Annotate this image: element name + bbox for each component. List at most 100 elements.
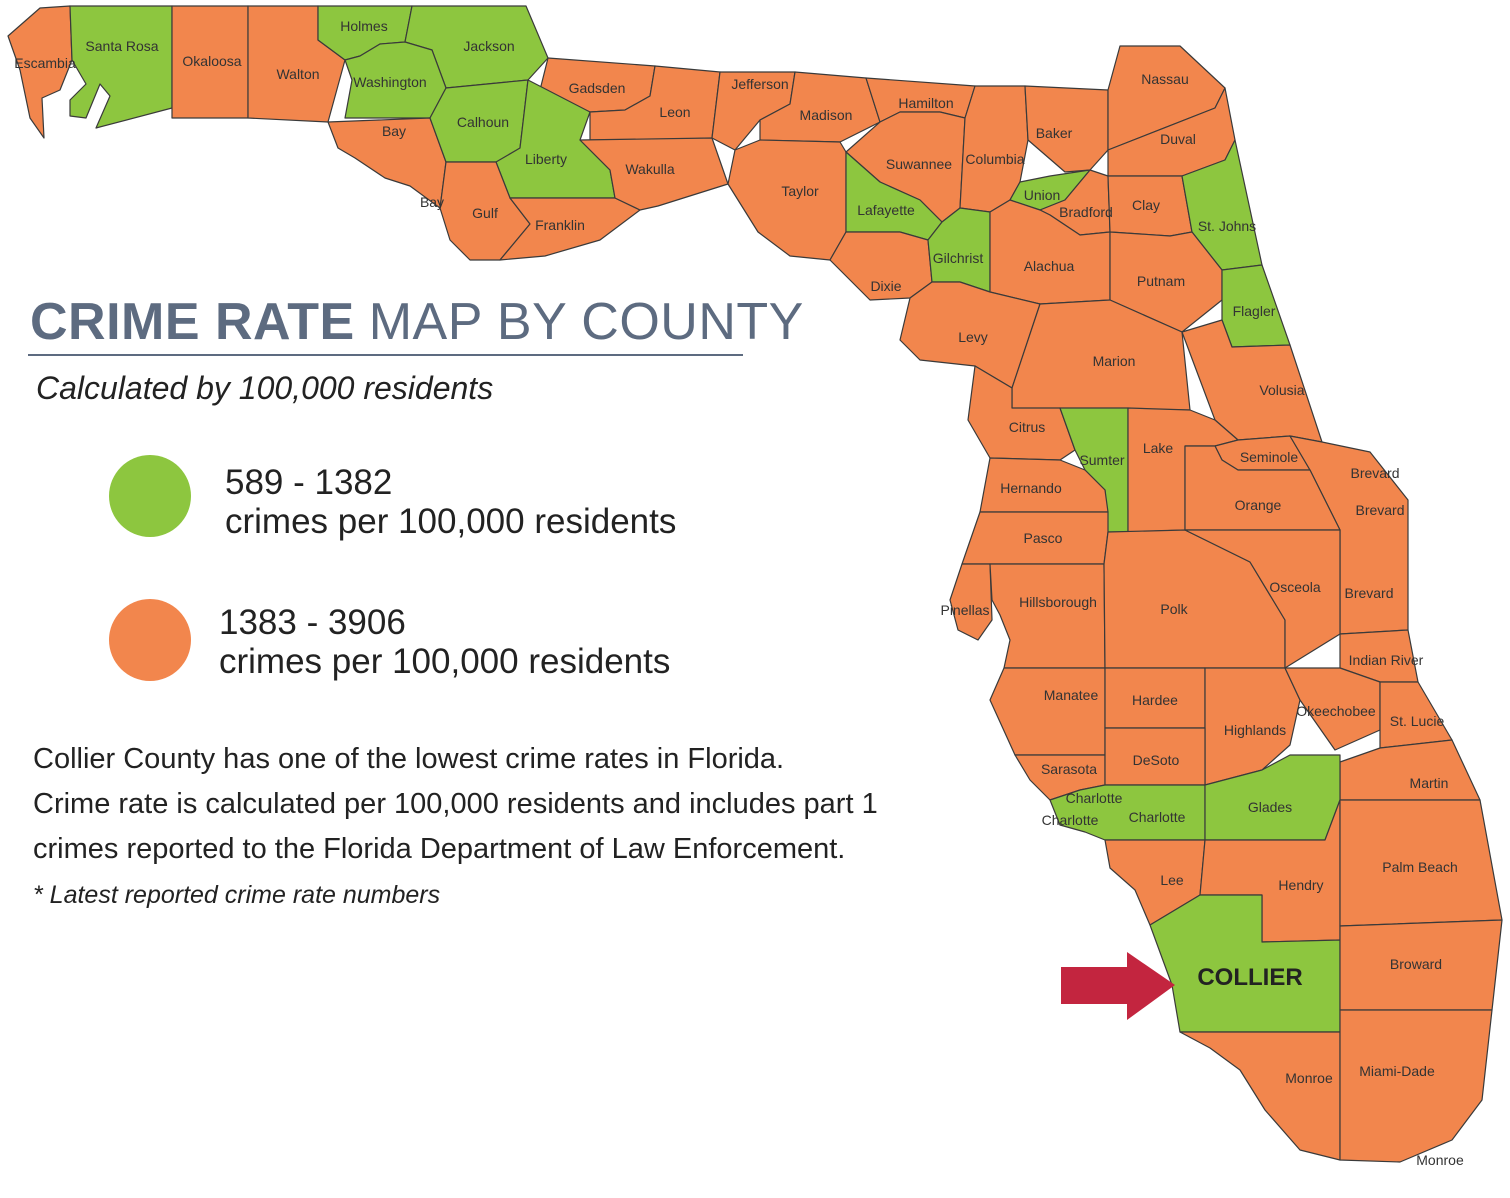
county-washington bbox=[344, 41, 447, 119]
collier-callout: COLLIER bbox=[1061, 952, 1303, 1020]
legend-unit-low: crimes per 100,000 residents bbox=[225, 502, 677, 541]
county-label-lafayette: Lafayette bbox=[857, 202, 915, 218]
legend-swatch-low bbox=[109, 455, 191, 537]
county-martin bbox=[1339, 739, 1481, 801]
legend-range-low: 589 - 1382 bbox=[225, 463, 393, 502]
county-label-duval: Duval bbox=[1160, 131, 1196, 147]
county-label-dixie: Dixie bbox=[870, 278, 901, 294]
county-label-wakulla: Wakulla bbox=[625, 161, 674, 177]
counties-layer bbox=[7, 5, 1503, 1163]
county-label-st-lucie: St. Lucie bbox=[1390, 713, 1445, 729]
county-label-bay: Bay bbox=[382, 123, 406, 139]
county-label-union: Union bbox=[1024, 187, 1061, 203]
county-label-santa-rosa: Santa Rosa bbox=[85, 38, 158, 54]
legend-text-low: 589 - 1382 crimes per 100,000 residents bbox=[225, 463, 676, 541]
county-label-leon: Leon bbox=[659, 104, 690, 120]
county-label-bradford: Bradford bbox=[1059, 204, 1113, 220]
description: Collier County has one of the lowest cri… bbox=[33, 737, 878, 872]
county-label-polk: Polk bbox=[1160, 601, 1188, 617]
county-label-taylor: Taylor bbox=[781, 183, 819, 199]
county-label-sumter: Sumter bbox=[1079, 452, 1124, 468]
extra-county-label: Brevard bbox=[1355, 502, 1404, 518]
county-label-walton: Walton bbox=[276, 66, 319, 82]
county-manatee bbox=[989, 667, 1106, 756]
county-label-okaloosa: Okaloosa bbox=[182, 53, 241, 69]
county-label-glades: Glades bbox=[1248, 799, 1292, 815]
county-label-manatee: Manatee bbox=[1044, 687, 1099, 703]
county-miami-dade bbox=[1339, 1009, 1493, 1163]
county-label-desoto: DeSoto bbox=[1133, 752, 1180, 768]
county-label-charlotte: Charlotte bbox=[1129, 809, 1186, 825]
county-label-st-johns: St. Johns bbox=[1198, 218, 1256, 234]
county-label-miami-dade: Miami-Dade bbox=[1359, 1063, 1435, 1079]
legend-range-high: 1383 - 3906 bbox=[219, 603, 406, 642]
county-label-osceola: Osceola bbox=[1269, 579, 1321, 595]
county-monroe bbox=[1179, 1031, 1341, 1161]
county-label-sarasota: Sarasota bbox=[1041, 761, 1097, 777]
county-label-washington: Washington bbox=[353, 74, 426, 90]
title-light: MAP BY COUNTY bbox=[368, 293, 804, 351]
county-escambia bbox=[7, 5, 73, 139]
county-label-palm-beach: Palm Beach bbox=[1382, 859, 1457, 875]
county-label-martin: Martin bbox=[1410, 775, 1449, 791]
county-label-jefferson: Jefferson bbox=[731, 76, 788, 92]
title-underline bbox=[28, 354, 743, 356]
county-label-lee: Lee bbox=[1160, 872, 1184, 888]
county-label-columbia: Columbia bbox=[965, 151, 1024, 167]
county-label-suwannee: Suwannee bbox=[886, 156, 952, 172]
county-santa-rosa bbox=[69, 5, 173, 129]
extra-county-label: Brevard bbox=[1350, 465, 1399, 481]
footnote: * Latest reported crime rate numbers bbox=[33, 881, 441, 909]
county-label-gilchrist: Gilchrist bbox=[933, 250, 984, 266]
county-label-citrus: Citrus bbox=[1009, 419, 1046, 435]
county-label-highlands: Highlands bbox=[1224, 722, 1286, 738]
extra-county-label: Charlotte bbox=[1042, 812, 1099, 828]
county-label-indian-river: Indian River bbox=[1349, 652, 1424, 668]
title-bold: CRIME RATE bbox=[30, 293, 355, 351]
county-label-escambia: Escambia bbox=[14, 55, 76, 71]
arrow-right-icon bbox=[1061, 952, 1175, 1020]
county-hillsborough bbox=[989, 563, 1106, 669]
county-label-brevard: Brevard bbox=[1344, 585, 1393, 601]
extra-county-label: Charlotte bbox=[1066, 790, 1123, 806]
county-label-holmes: Holmes bbox=[340, 18, 387, 34]
description-line: Collier County has one of the lowest cri… bbox=[33, 743, 785, 775]
legend-unit-high: crimes per 100,000 residents bbox=[219, 642, 671, 681]
county-label-baker: Baker bbox=[1036, 125, 1073, 141]
county-label-jackson: Jackson bbox=[463, 38, 514, 54]
extra-county-label: Monroe bbox=[1416, 1152, 1464, 1168]
legend-text-high: 1383 - 3906 crimes per 100,000 residents bbox=[219, 603, 670, 681]
county-label-orange: Orange bbox=[1235, 497, 1282, 513]
county-label-pasco: Pasco bbox=[1024, 530, 1063, 546]
county-label-flagler: Flagler bbox=[1233, 303, 1276, 319]
legend-swatch-high bbox=[109, 599, 191, 681]
county-label-gulf: Gulf bbox=[472, 205, 498, 221]
extra-county-label: Bay bbox=[420, 194, 444, 210]
county-label-calhoun: Calhoun bbox=[457, 114, 509, 130]
county-label-alachua: Alachua bbox=[1024, 258, 1075, 274]
extra-labels-layer: BayBrevardBrevardCharlotteCharlotteMonro… bbox=[420, 194, 1464, 1168]
county-label-hillsborough: Hillsborough bbox=[1019, 594, 1097, 610]
county-label-hamilton: Hamilton bbox=[898, 95, 953, 111]
subtitle: Calculated by 100,000 residents bbox=[36, 370, 494, 406]
county-label-broward: Broward bbox=[1390, 956, 1442, 972]
county-label-nassau: Nassau bbox=[1141, 71, 1188, 87]
county-label-hernando: Hernando bbox=[1000, 480, 1062, 496]
description-line: crimes reported to the Florida Departmen… bbox=[33, 833, 846, 865]
county-label-okeechobee: Okeechobee bbox=[1296, 703, 1376, 719]
collier-highlight-label: COLLIER bbox=[1197, 964, 1302, 991]
county-label-liberty: Liberty bbox=[525, 151, 567, 167]
county-label-monroe: Monroe bbox=[1285, 1070, 1333, 1086]
county-label-hendry: Hendry bbox=[1278, 877, 1323, 893]
description-line: Crime rate is calculated per 100,000 res… bbox=[33, 788, 878, 820]
county-label-franklin: Franklin bbox=[535, 217, 585, 233]
county-label-clay: Clay bbox=[1132, 197, 1160, 213]
county-label-volusia: Volusia bbox=[1259, 382, 1304, 398]
county-label-seminole: Seminole bbox=[1240, 449, 1299, 465]
county-label-levy: Levy bbox=[958, 329, 988, 345]
county-label-putnam: Putnam bbox=[1137, 273, 1185, 289]
county-label-hardee: Hardee bbox=[1132, 692, 1178, 708]
